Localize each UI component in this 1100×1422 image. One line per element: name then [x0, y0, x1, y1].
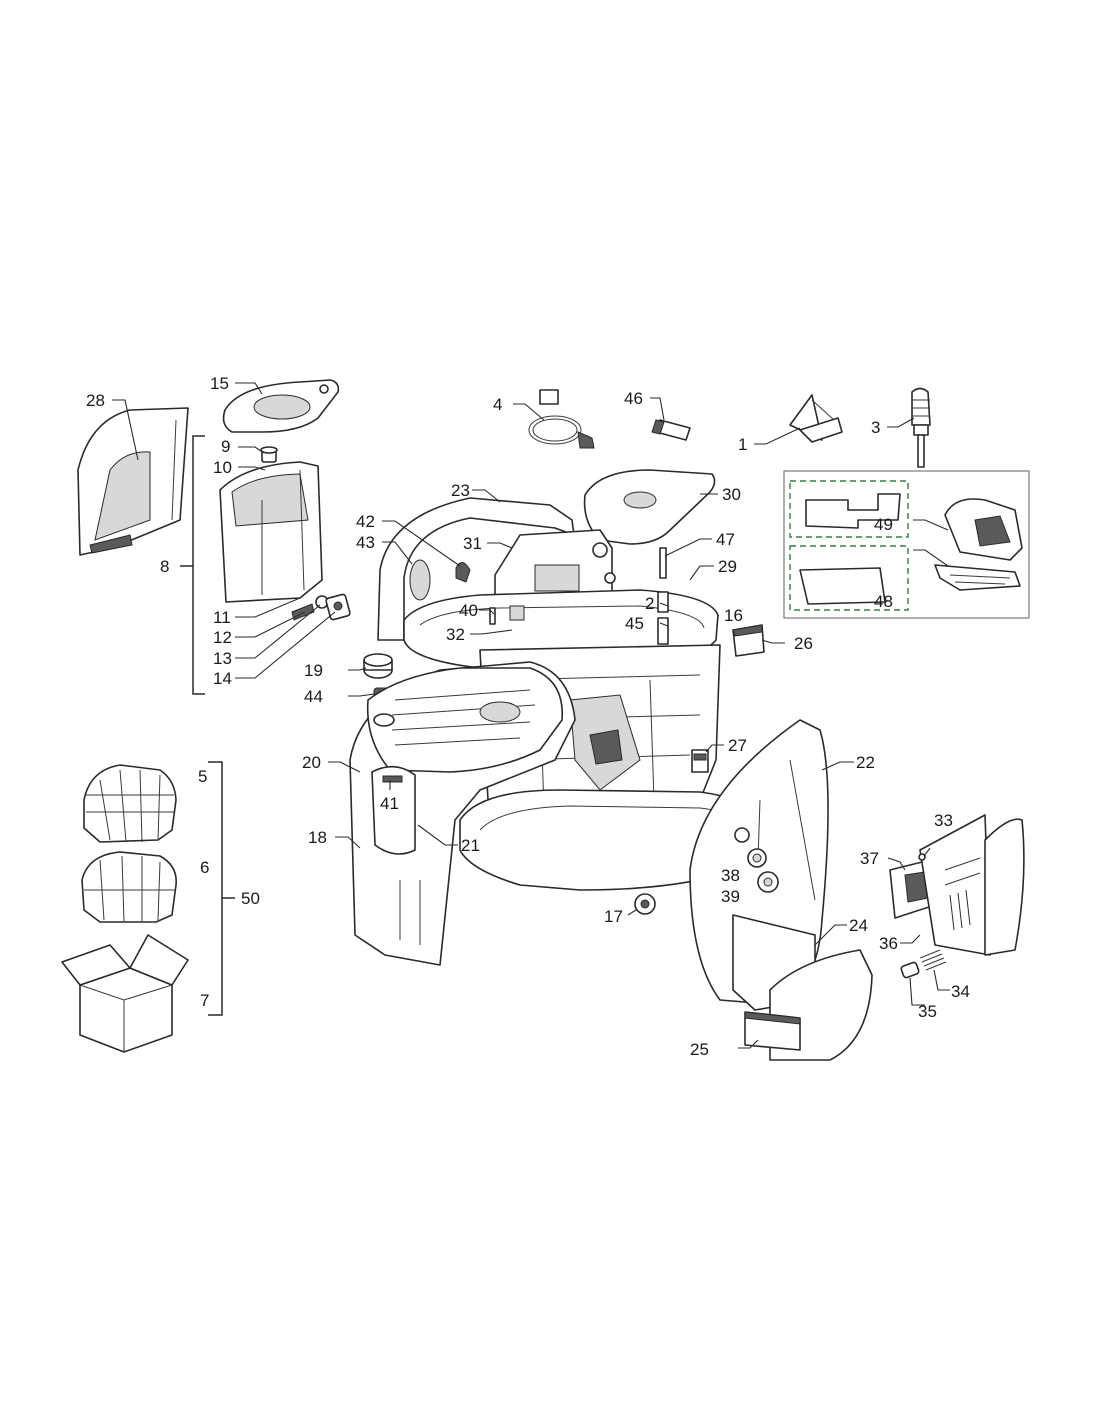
- part-top-cover: [583, 469, 716, 545]
- callout-31: 31: [463, 534, 482, 553]
- callout-12: 12: [213, 628, 232, 647]
- callout-43: 43: [356, 533, 375, 552]
- callout-49: 49: [874, 515, 893, 534]
- part-valve-spring: [291, 593, 351, 621]
- callout-41: 41: [380, 794, 399, 813]
- callout-38: 38: [721, 866, 740, 885]
- callout-8: 8: [160, 557, 169, 576]
- part-cap: [260, 446, 278, 463]
- callout-29: 29: [718, 557, 737, 576]
- callout-25: 25: [690, 1040, 709, 1059]
- part-connector: [691, 749, 709, 773]
- part-fuse: [651, 419, 691, 441]
- callout-40: 40: [459, 601, 478, 620]
- callout-24: 24: [849, 916, 868, 935]
- callout-6: 6: [200, 858, 209, 877]
- part-screws-pins: [489, 547, 669, 645]
- callout-15: 15: [210, 374, 229, 393]
- callout-27: 27: [728, 736, 747, 755]
- bracket-group-8: [180, 435, 205, 695]
- callout-36: 36: [879, 934, 898, 953]
- part-side-panel: [77, 407, 189, 556]
- part-back-frame: [377, 497, 575, 641]
- part-round-buttons: [747, 848, 779, 893]
- callout-11: 11: [213, 608, 231, 627]
- callout-45: 45: [625, 614, 644, 633]
- part-cardboard-box: [61, 934, 189, 1053]
- part-power-cord: [528, 389, 595, 449]
- part-manual: [789, 394, 843, 443]
- bracket-group-50: [208, 761, 235, 1016]
- callout-5: 5: [198, 767, 207, 786]
- part-water-tank: [219, 461, 323, 603]
- callout-17: 17: [604, 907, 623, 926]
- callout-16: 16: [724, 606, 743, 625]
- callout-23: 23: [451, 481, 470, 500]
- callout-22: 22: [856, 753, 875, 772]
- callout-9: 9: [221, 437, 230, 456]
- callout-47: 47: [716, 530, 735, 549]
- part-tank-lid: [222, 379, 340, 433]
- callout-26: 26: [794, 634, 813, 653]
- callout-13: 13: [213, 649, 232, 668]
- callout-20: 20: [302, 753, 321, 772]
- part-packaging-foam-top: [83, 764, 177, 843]
- callout-3: 3: [871, 418, 880, 437]
- part-small-knob: [634, 893, 656, 915]
- part-front-body: [349, 661, 576, 966]
- leader-lines: [112, 382, 950, 1049]
- callout-labels: 28 15 9 10 8 11 12 13 14 4 46 1 3 23 30 …: [86, 374, 970, 1059]
- callout-30: 30: [722, 485, 741, 504]
- callout-18: 18: [308, 828, 327, 847]
- callout-4: 4: [493, 395, 502, 414]
- callout-14: 14: [213, 669, 232, 688]
- callout-21: 21: [461, 836, 480, 855]
- part-packaging-foam-bottom: [81, 851, 177, 923]
- callout-19: 19: [304, 661, 323, 680]
- part-spring-nozzle: [900, 949, 947, 979]
- callout-42: 42: [356, 512, 375, 531]
- callout-7: 7: [200, 991, 209, 1010]
- part-drawer-door: [732, 914, 873, 1061]
- callout-32: 32: [446, 625, 465, 644]
- callout-35: 35: [918, 1002, 937, 1021]
- callout-44: 44: [304, 687, 323, 706]
- part-brush: [911, 387, 931, 468]
- callout-10: 10: [213, 458, 232, 477]
- part-dispenser: [889, 814, 1025, 956]
- callout-2: 2: [645, 594, 654, 613]
- callout-50: 50: [241, 889, 260, 908]
- callout-37: 37: [860, 849, 879, 868]
- callout-34: 34: [951, 982, 970, 1001]
- callout-28: 28: [86, 391, 105, 410]
- callout-46: 46: [624, 389, 643, 408]
- callout-48: 48: [874, 592, 893, 611]
- callout-1: 1: [738, 435, 747, 454]
- detail-inset-box: [783, 470, 1030, 619]
- callout-33: 33: [934, 811, 953, 830]
- callout-39: 39: [721, 887, 740, 906]
